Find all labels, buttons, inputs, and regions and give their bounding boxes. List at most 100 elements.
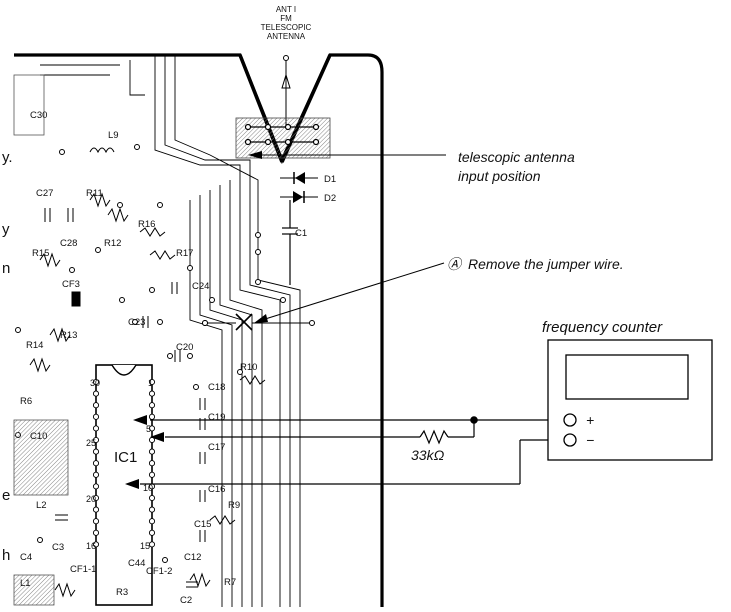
component-label-r10: R10: [240, 362, 257, 373]
component-label-c19: C19: [208, 412, 225, 423]
component-label-c1: C1: [295, 228, 307, 239]
counter-display: [565, 354, 689, 400]
frequency-counter: [547, 339, 713, 461]
arrow-to-pin5: [133, 415, 147, 425]
telescopic-label-line1: telescopic antenna: [458, 149, 575, 165]
ic-pin-pad: [92, 494, 100, 502]
ic-pin-pad: [148, 413, 156, 420]
telescopic-pointer-arrowhead: [248, 151, 262, 159]
ic-pin-pad: [148, 425, 156, 432]
component-label-cf3: CF3: [62, 279, 80, 290]
antenna-pad-rows: [244, 123, 320, 146]
component-label-c30: C30: [30, 110, 47, 121]
component-label-r17: R17: [176, 248, 193, 259]
ic-pin-20: 20: [86, 494, 96, 504]
component-label-r6: R6: [20, 396, 32, 407]
component-label-c18: C18: [208, 382, 225, 393]
component-label-r3: R3: [116, 587, 128, 598]
counter-plus-label: +: [586, 412, 594, 428]
ic-pin-pad: [148, 402, 156, 409]
component-label-c28: C28: [60, 238, 77, 249]
jumper-wire-x: [202, 313, 315, 331]
jumper-label: Remove the jumper wire.: [468, 256, 624, 272]
ic-pin-pad: [92, 448, 100, 455]
ic-pin-pad: [92, 402, 100, 409]
margin-letter-1: y.: [2, 149, 13, 166]
component-label-r7: R7: [224, 577, 236, 588]
ic-pin-25: 25: [86, 438, 96, 448]
margin-letter-3: n: [2, 260, 10, 277]
ic-pin-pad: [92, 471, 100, 478]
ic-pin-pad: [148, 390, 156, 397]
ic-pin-16: 16: [86, 541, 96, 551]
component-label-cf1-2: CF1-2: [146, 566, 172, 577]
jumper-pointer-arrowhead: [254, 314, 268, 323]
antenna-label-line4: ANTENNA: [267, 32, 306, 41]
component-label-r9: R9: [228, 500, 240, 511]
ic-pin-pad: [92, 390, 100, 397]
counter-minus-label: −: [586, 432, 594, 448]
component-label-c44: C44: [128, 558, 145, 569]
ic-pin-30: 30: [90, 378, 100, 388]
ic-pin-pad: [92, 425, 100, 432]
left-hatch-2: [13, 74, 45, 136]
ic-pin-pad: [92, 518, 100, 525]
component-label-r13: R13: [60, 330, 77, 341]
component-label-d1: D1: [324, 174, 336, 185]
ic-pin-pad: [148, 529, 156, 536]
ic-pin-pad: [148, 378, 156, 386]
ic-pin-pad: [148, 448, 156, 455]
arrow-to-pin7: [150, 432, 164, 442]
component-label-c12: C12: [184, 552, 201, 563]
antenna-label-line1: ANT I: [276, 5, 296, 14]
ic-pin-pad: [92, 413, 100, 420]
component-label-c2: C2: [180, 595, 192, 606]
counter-wiring: [140, 416, 563, 485]
ic-pin-pad: [92, 506, 100, 513]
component-label-r16: R16: [138, 219, 155, 230]
ic-pin-pad: [148, 506, 156, 513]
ic1-chip: [92, 364, 156, 606]
ic-pin-pad: [148, 518, 156, 525]
component-label-cf1-1: CF1-1: [70, 564, 96, 575]
ic-pin-pad: [92, 460, 100, 467]
component-label-c23: C23: [128, 317, 145, 328]
resistor-33k-label: 33kΩ: [411, 447, 445, 463]
telescopic-label-line2: input position: [458, 168, 541, 184]
ic1-label: IC1: [114, 449, 137, 466]
antenna-label-line2: FM: [280, 14, 292, 23]
diode-d1: [280, 172, 318, 184]
component-label-d2: D2: [324, 193, 336, 204]
component-label-r14: R14: [26, 340, 43, 351]
ic-pin-pad: [92, 378, 100, 386]
margin-letter-5: h: [2, 547, 10, 564]
component-label-c10: C10: [30, 431, 47, 442]
component-label-c24: C24: [192, 281, 209, 292]
margin-letter-4: e: [2, 487, 10, 504]
ic-pin-pad: [148, 460, 156, 467]
ic-pin-5: 5: [146, 424, 151, 434]
component-label-c27: C27: [36, 188, 53, 199]
jumper-marker: Ⓐ: [447, 256, 463, 272]
capacitor-c1: [282, 200, 298, 285]
ic-pin-pad: [92, 529, 100, 536]
ic-pin-pad: [148, 541, 156, 548]
left-hatch-1: [13, 419, 69, 496]
component-label-r12: R12: [104, 238, 121, 249]
ic-pin-pad: [148, 494, 156, 502]
component-label-c4: C4: [20, 552, 32, 563]
component-label-r11: R11: [86, 188, 103, 199]
ic-pin-pad: [148, 471, 156, 478]
component-label-c20: C20: [176, 342, 193, 353]
diode-d2: [280, 191, 318, 203]
component-label-c17: C17: [208, 442, 225, 453]
component-label-l9: L9: [108, 130, 119, 141]
margin-letter-2: y: [2, 221, 10, 238]
antenna-icon: [281, 55, 291, 125]
component-label-r15: R15: [32, 248, 49, 259]
counter-minus-terminal: [563, 433, 577, 447]
ic-pin-1: 1: [148, 378, 153, 388]
